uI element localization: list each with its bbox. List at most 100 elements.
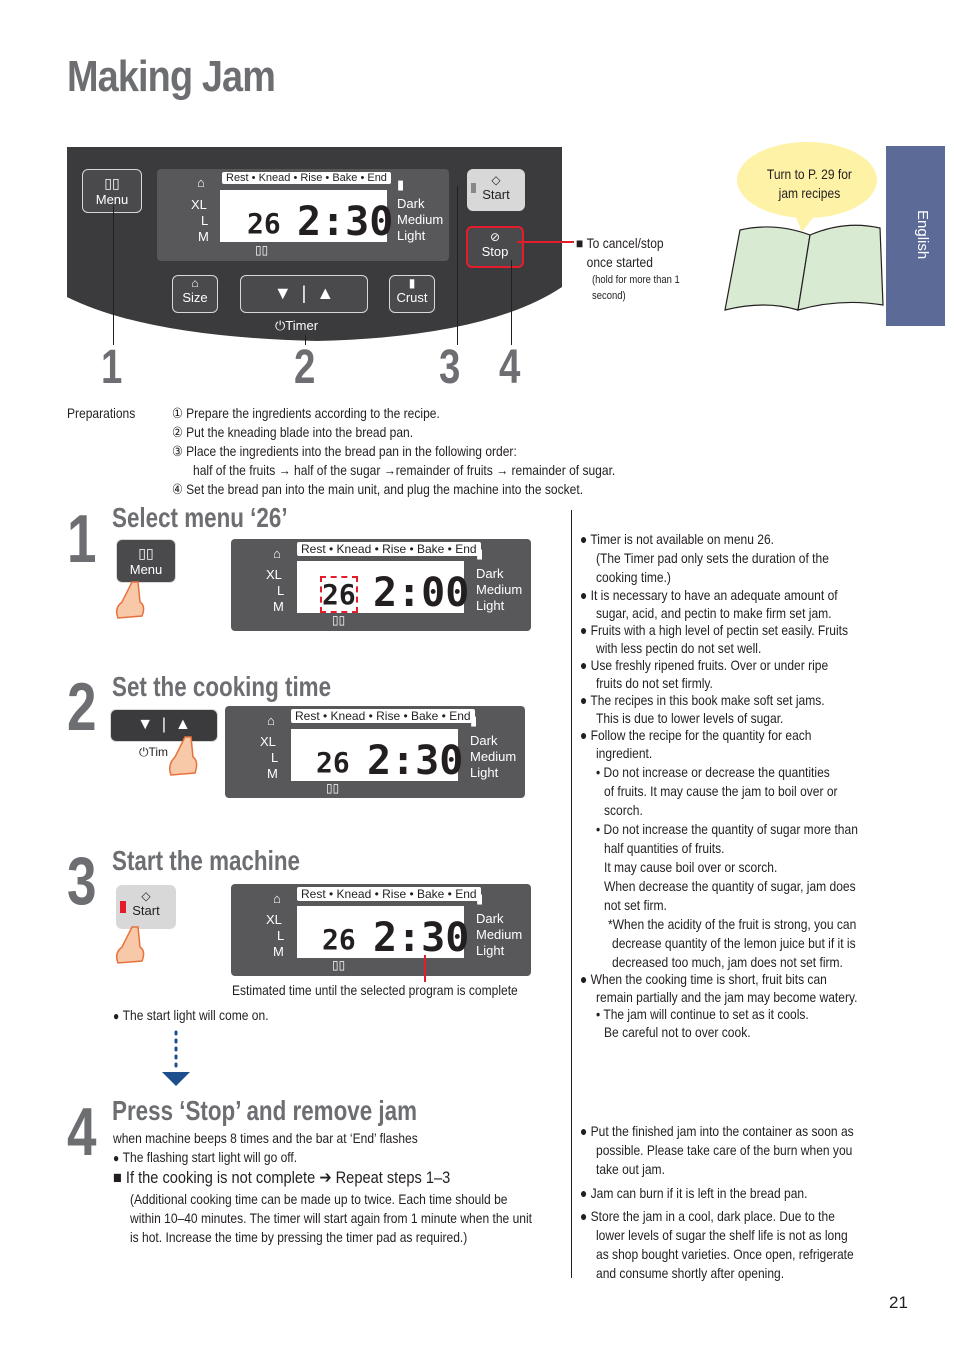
step-2-book-icon: ▯▯ <box>326 781 340 795</box>
step-1-book-icon: ▯▯ <box>332 613 346 627</box>
step-2-timer-text: Tim <box>148 745 169 759</box>
preparation-4: ④ Set the bread pan into the main unit, … <box>172 481 584 497</box>
step-2-number: 2 <box>67 669 97 745</box>
start-light-on <box>120 901 126 913</box>
step-4-number: 4 <box>67 1094 97 1170</box>
step-4-body-3: is hot. Increase the time by pressing th… <box>130 1229 468 1245</box>
clock-icon: ⏻ <box>275 318 286 333</box>
bullet-icon: ● <box>580 971 591 987</box>
page-number: 21 <box>889 1293 908 1312</box>
program-sequence: Rest • Knead • Rise • Bake • End <box>222 172 391 184</box>
note-7: ● When the cooking time is short, fruit … <box>580 970 827 989</box>
step-4-title: Press ‘Stop’ and remove jam <box>112 1095 418 1126</box>
note-6d: of fruits. It may cause the jam to boil … <box>604 783 838 799</box>
timer-buttons[interactable]: ▼ | ▲ <box>240 275 368 313</box>
down-arrow-icon: ▼ <box>273 283 292 303</box>
note-b3: ● Store the jam in a cool, dark place. D… <box>580 1207 835 1226</box>
step-3-loaf-icon: ⌂ <box>273 891 281 906</box>
size-icon: ⌂ <box>191 276 199 290</box>
square-bullet-icon: ■ <box>113 1168 126 1187</box>
bullet-icon: ● <box>580 1123 591 1139</box>
up-arrow-icon: ▲ <box>174 716 191 733</box>
stop-callout-line <box>517 241 574 243</box>
note-3-text: Fruits with a high level of pectin set e… <box>590 622 849 638</box>
step-2-crust-dark: Dark <box>470 733 498 748</box>
step-2-size-m: M <box>267 766 278 781</box>
note-6j: not set firm. <box>604 897 667 913</box>
step-1-crust-icon: ▮ <box>476 546 484 561</box>
lcd-screen <box>220 190 387 242</box>
recipe-bubble-text: Turn to P. 29 for jam recipes <box>766 166 852 201</box>
label-3: 3 <box>439 341 461 394</box>
step-1-sequence: Rest • Knead • Rise • Bake • End <box>297 542 481 556</box>
stop-button[interactable]: ⊘ Stop <box>466 226 524 268</box>
step-3-size-m: M <box>273 944 284 959</box>
step-2-size-l: L <box>271 750 279 765</box>
page-title: Making Jam <box>67 52 276 101</box>
size-button[interactable]: ⌂ Size <box>172 275 218 313</box>
size-button-label: Size <box>182 290 208 305</box>
step-2-title: Set the cooking time <box>112 671 332 702</box>
leader-line-1 <box>113 205 114 345</box>
stop-icon: ⊘ <box>489 230 501 244</box>
note-1: ● Timer is not available on menu 26. <box>580 530 774 549</box>
note-1-text: Timer is not available on menu 26. <box>590 531 774 547</box>
step-1-loaf-icon: ⌂ <box>273 546 281 561</box>
step-3-menu-number: 26 <box>322 923 356 956</box>
note-b1-text: Put the finished jam into the container … <box>590 1123 854 1139</box>
label-2: 2 <box>294 341 316 394</box>
step-3-size-xl: XL <box>266 912 282 927</box>
step-2-timer-buttons[interactable]: ▼ | ▲ <box>110 709 218 742</box>
finger-icon <box>115 581 145 619</box>
menu-button[interactable]: ▯▯ Menu <box>82 169 142 213</box>
note-6h: It may cause boil over or scorch. <box>604 859 778 875</box>
start-icon: ◇ <box>141 889 151 903</box>
bullet-icon: ● <box>580 657 591 673</box>
step-2-crust-medium: Medium <box>470 749 517 764</box>
language-tab-label: English <box>914 210 931 260</box>
crust-medium: Medium <box>397 212 444 227</box>
note-6: ● Follow the recipe for the quantity for… <box>580 726 811 745</box>
note-b1b: possible. Please take care of the burn w… <box>596 1142 853 1158</box>
leader-line-4 <box>511 260 512 345</box>
note-b3d: and consume shortly after opening. <box>596 1265 785 1281</box>
size-m: M <box>198 229 209 244</box>
note-7b: remain partially and the jam may become … <box>596 989 858 1005</box>
step-2-loaf-icon: ⌂ <box>267 713 275 728</box>
preparation-2: ② Put the kneading blade into the bread … <box>172 424 414 440</box>
recipe-book-illustration <box>724 142 884 311</box>
bullet-icon: ● <box>580 531 591 547</box>
note-7d: Be careful not to over cook. <box>604 1024 751 1040</box>
step-1-lcd <box>297 561 464 613</box>
step-2-crust-light: Light <box>470 765 499 780</box>
finger-icon <box>115 926 145 964</box>
note-4: ● Use freshly ripened fruits. Over or un… <box>580 656 828 675</box>
step-3-book-icon: ▯▯ <box>332 958 346 972</box>
start-button[interactable]: ◇ Start <box>467 169 525 211</box>
crust-button[interactable]: ▮ Crust <box>389 275 435 313</box>
step-1-crust-light: Light <box>476 598 505 613</box>
step-1-menu-number: 26 <box>320 576 358 613</box>
step-2-menu-number: 26 <box>316 746 350 779</box>
book-icon: ▯▯ <box>138 545 154 561</box>
start-button-label: Start <box>482 187 510 202</box>
step-1-title: Select menu ‘26’ <box>112 502 288 533</box>
step-2-crust-icon: ▮ <box>470 713 478 728</box>
step-1-menu-label: Menu <box>129 562 163 577</box>
column-divider <box>571 510 572 1278</box>
note-2: ● It is necessary to have an adequate am… <box>580 586 838 605</box>
step-1-menu-button[interactable]: ▯▯ Menu <box>116 539 176 583</box>
step-4-body-2: within 10–40 minutes. The timer will sta… <box>130 1210 532 1226</box>
step-3-crust-light: Light <box>476 943 505 958</box>
clock-icon: ⏻ <box>139 745 149 759</box>
step-3-crust-medium: Medium <box>476 927 523 942</box>
step-3-start-button[interactable]: ◇ Start <box>116 885 176 929</box>
label-4: 4 <box>499 341 521 394</box>
note-b3-text: Store the jam in a cool, dark place. Due… <box>590 1208 835 1224</box>
note-b3b: lower levels of sugar the shelf life is … <box>596 1227 848 1243</box>
note-6f: • Do not increase the quantity of sugar … <box>596 821 858 837</box>
note-6b: ingredient. <box>596 745 653 761</box>
note-6k: *When the acidity of the fruit is strong… <box>608 916 857 932</box>
down-arrow-dotted <box>162 1030 190 1086</box>
menu-button-label: Menu <box>95 192 129 207</box>
